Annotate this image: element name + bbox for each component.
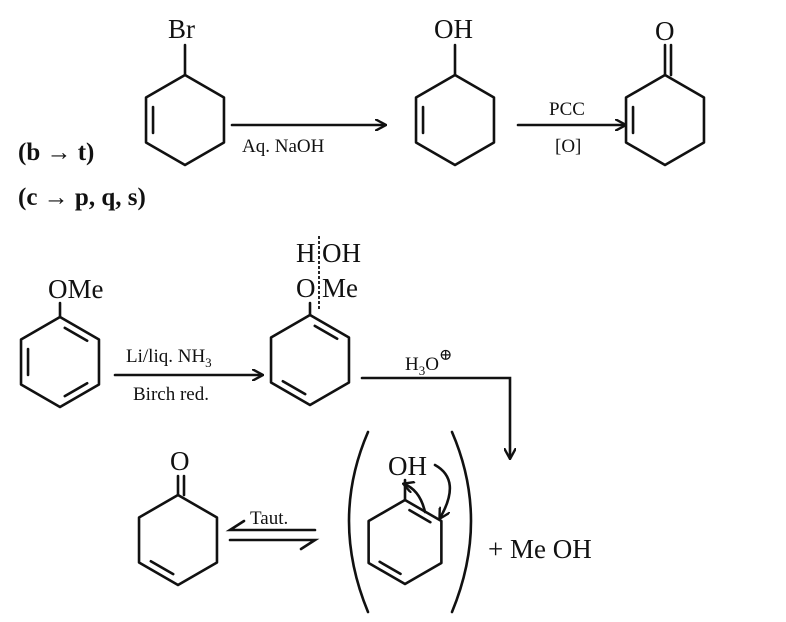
birch-product-double-bond xyxy=(281,379,307,396)
cleave-oh: OH xyxy=(322,238,361,268)
enol-oh-label: OH xyxy=(388,451,427,481)
anisole-ring xyxy=(19,315,101,409)
cyclohexenone-ring xyxy=(624,73,706,167)
equilibrium-arrow-forward xyxy=(228,538,320,551)
enol-double-bond xyxy=(408,508,432,524)
enol-ring xyxy=(367,498,443,586)
equilibrium-arrow-back xyxy=(225,519,317,532)
reagent-birch: Birch red. xyxy=(133,384,209,405)
carbonyl-o-label: O xyxy=(655,16,675,46)
ketone-o-label: O xyxy=(170,446,190,476)
bromocyclohexene-ring xyxy=(144,73,226,167)
br-label: Br xyxy=(168,14,195,44)
cyclohex-3-enone-ring xyxy=(137,493,219,587)
right-bracket xyxy=(450,430,473,614)
plus-meoh: + Me OH xyxy=(488,534,592,564)
left-bracket xyxy=(347,430,370,614)
birch-product-double-bond xyxy=(313,324,339,341)
reagent-li-nh3: Li/liq. NH3 xyxy=(126,346,212,370)
cyclohexenol-ring xyxy=(414,73,496,167)
cleave-me: Me xyxy=(322,273,358,303)
anisole-double-bond xyxy=(63,381,89,398)
curved-arrow-lone-pair xyxy=(433,463,452,518)
cleave-h: H xyxy=(296,238,316,268)
cleave-o: O xyxy=(296,273,316,303)
label-c-pqs: (c → p, q, s) xyxy=(18,184,146,211)
oh-label: OH xyxy=(434,14,473,44)
hydrolysis-arrow xyxy=(360,376,510,458)
reagent-h3o: H3O⊕ xyxy=(405,347,452,378)
taut-label: Taut. xyxy=(250,508,288,529)
reagent-aq-naoh: Aq. NaOH xyxy=(242,136,325,157)
curved-arrow-pi-bond xyxy=(404,484,427,514)
reagent-oxidation: [O] xyxy=(555,136,581,157)
cyclohex-3-enone-double-bond xyxy=(149,559,175,576)
reagent-pcc: PCC xyxy=(549,99,585,120)
label-b-t: (b → t) xyxy=(18,139,94,166)
birch-product-ring xyxy=(269,313,351,407)
ome-label: OMe xyxy=(48,274,104,304)
enol-double-bond xyxy=(378,560,402,576)
anisole-double-bond xyxy=(63,326,89,343)
